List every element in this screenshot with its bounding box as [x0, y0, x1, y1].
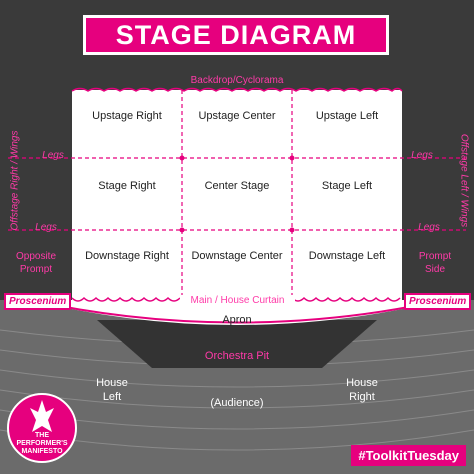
upstage-center: Upstage Center [198, 110, 276, 122]
downstage-right: Downstage Right [85, 250, 169, 262]
legs-label-right-upper: Legs [42, 150, 64, 161]
downstage-center: Downstage Center [191, 250, 283, 262]
stage-right: Stage Right [98, 180, 156, 192]
orchestra-pit-label: Orchestra Pit [204, 350, 270, 362]
legs-label-right-lower: Legs [35, 222, 57, 233]
logo-text: THE PERFORMER'S MANIFESTO [16, 432, 68, 456]
legs-label-left-lower: Legs [418, 222, 440, 233]
house-right-label: House Right [346, 377, 378, 404]
stage-left: Stage Left [321, 180, 373, 192]
upstage-left: Upstage Left [315, 110, 379, 122]
house-left-label: House Left [96, 377, 128, 404]
opposite-prompt-label: Opposite Prompt [15, 251, 57, 275]
center-stage: Center Stage [204, 180, 270, 192]
offstage-left-label: Offstage Left / Wings [458, 133, 470, 228]
prompt-side-label: Prompt Side [418, 251, 452, 275]
backdrop-label: Backdrop/Cyclorama [190, 75, 284, 86]
offstage-right-label: Offstage Right / Wings [9, 130, 21, 231]
page-title: STAGE DIAGRAM [83, 15, 389, 55]
apron-label: Apron [222, 314, 252, 326]
downstage-left: Downstage Left [308, 250, 386, 262]
audience-label: (Audience) [210, 397, 264, 409]
hashtag-badge: #ToolkitTuesday [351, 445, 466, 466]
upstage-right: Upstage Right [92, 110, 162, 122]
legs-label-left-upper: Legs [411, 150, 433, 161]
proscenium-label-right: Proscenium [404, 293, 472, 310]
curtain-label: Main / House Curtain [180, 295, 295, 307]
proscenium-label-left: Proscenium [4, 293, 72, 310]
